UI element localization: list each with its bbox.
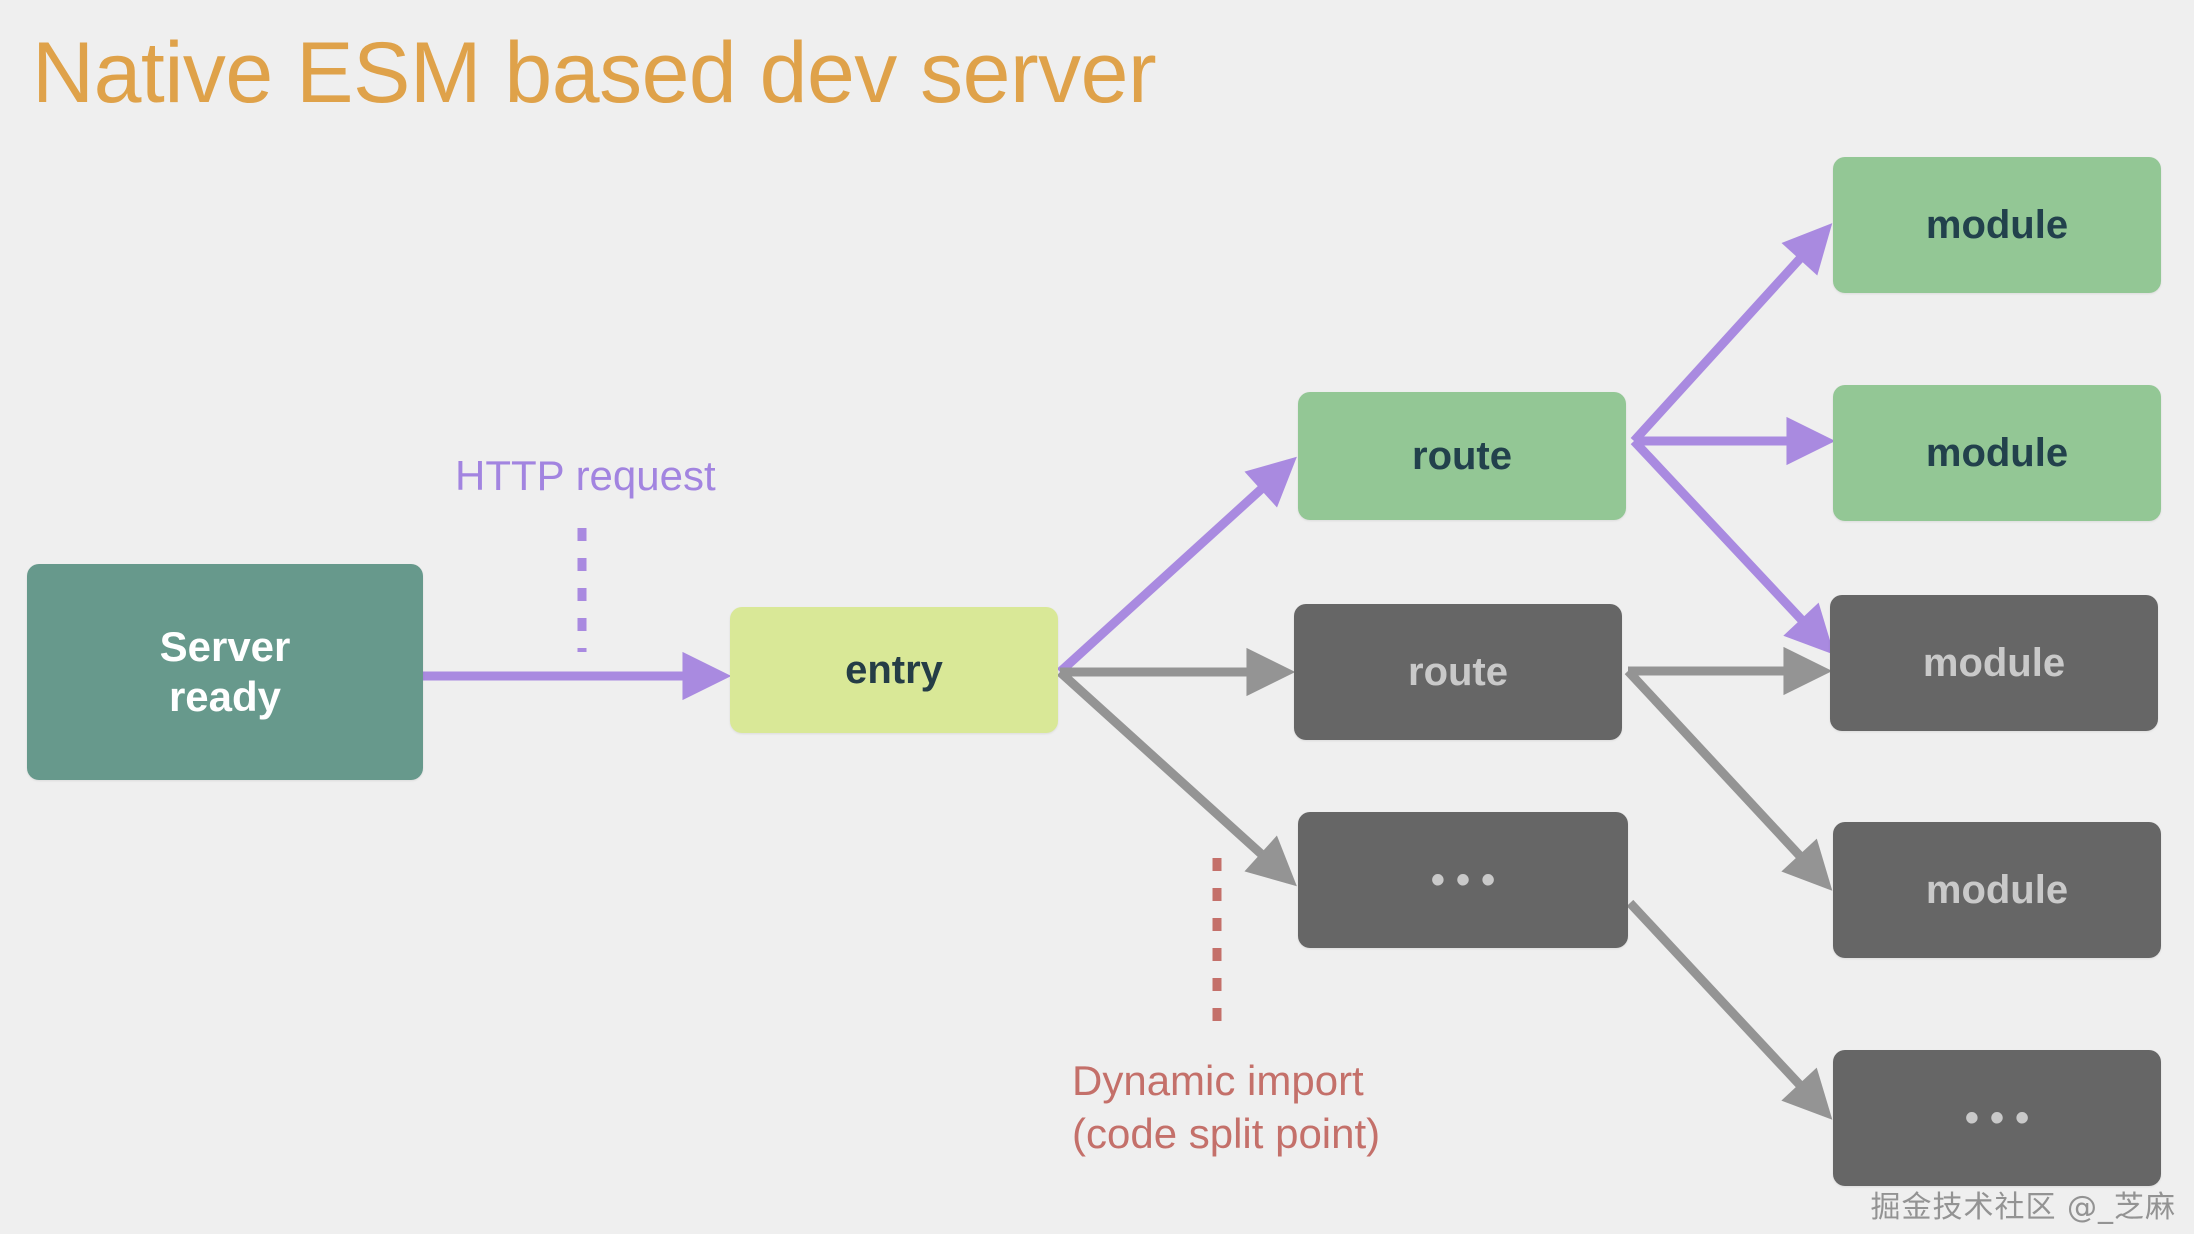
node-module-4[interactable]: module: [1833, 822, 2161, 958]
node-entry-label: entry: [845, 647, 943, 692]
node-module-3[interactable]: module: [1830, 595, 2158, 731]
node-route-green-label: route: [1412, 433, 1512, 478]
node-module-1[interactable]: module: [1833, 157, 2161, 293]
edge-entry-to-route-green: [1056, 456, 1297, 676]
node-module-4-label: module: [1925, 867, 2069, 912]
annotation-http-request: HTTP request: [455, 452, 716, 499]
edge-entry-to-dots-middle: [1056, 668, 1297, 887]
edge-dots-middle-to-dots-bottom: [1626, 899, 1833, 1120]
edge-route-dark-to-module-4: [1624, 667, 1833, 891]
node-dots-middle-label: • • •: [1430, 857, 1496, 902]
watermark: 掘金技术社区 @_芝麻: [1870, 1190, 2176, 1225]
node-module-2-label: module: [1925, 430, 2069, 475]
node-module-3-label: module: [1922, 640, 2066, 685]
annotation-dynamic-import: Dynamic import (code split point): [1072, 1057, 1381, 1157]
node-route-green[interactable]: route: [1298, 392, 1626, 520]
node-dots-bottom-label: • • •: [1964, 1095, 2030, 1140]
edge-route-green-to-module-1: [1630, 223, 1833, 445]
node-entry[interactable]: entry: [730, 607, 1058, 733]
page-title: Native ESM based dev server: [32, 25, 1157, 121]
node-module-2[interactable]: module: [1833, 385, 2161, 521]
node-dots-middle[interactable]: • • •: [1298, 812, 1628, 948]
node-route-dark[interactable]: route: [1294, 604, 1622, 740]
node-server-ready[interactable]: Server ready: [27, 564, 423, 780]
node-dots-bottom[interactable]: • • •: [1833, 1050, 2161, 1186]
node-module-1-label: module: [1925, 202, 2069, 247]
node-route-dark-label: route: [1408, 649, 1508, 694]
node-server-ready-label: Server ready: [159, 623, 291, 720]
edge-route-green-to-module-3: [1630, 437, 1835, 655]
